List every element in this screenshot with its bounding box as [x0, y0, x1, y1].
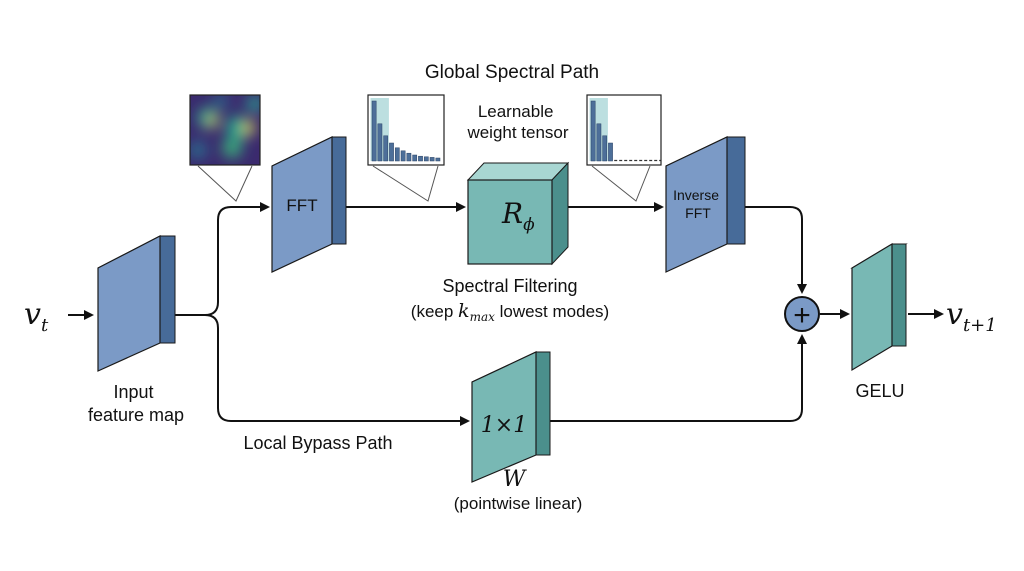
- bypass-to-sum-wire: [550, 334, 807, 422]
- diagram-title: Global Spectral Path: [425, 62, 599, 83]
- gelu-block: [850, 242, 908, 372]
- weight-tensor-block: [466, 161, 570, 266]
- spectrum-bar: [596, 123, 602, 162]
- spectrum-bar: [406, 152, 412, 162]
- input-heatmap-callout: [189, 94, 261, 202]
- input-feature-map-block: [97, 235, 176, 372]
- spectrum-bar: [590, 100, 596, 162]
- spectrum-bar: [418, 155, 423, 162]
- spectrum-bar: [423, 156, 429, 162]
- spectrum-bar: [371, 100, 377, 162]
- connectors: [68, 202, 944, 426]
- input-variable: vt: [24, 297, 49, 336]
- sum-node: +: [784, 296, 820, 332]
- spectrum-bar: [377, 123, 383, 162]
- split-wire: [175, 202, 270, 316]
- bypass-path-label: Local Bypass Path: [243, 433, 392, 453]
- ifft-to-sum-wire: [745, 206, 807, 294]
- spectrum-bar: [435, 157, 441, 162]
- spectrum-bar: [608, 142, 613, 162]
- pointwise-block-label: 1×1: [481, 413, 527, 438]
- gelu-label: GELU: [855, 381, 904, 401]
- spectrum-truncated-callout: [586, 94, 662, 202]
- spectral-filtering-detail: (keep kmax lowest modes): [411, 300, 609, 324]
- output-variable: vt+1: [946, 297, 997, 336]
- fft-label: FFT: [286, 196, 317, 215]
- spectrum-bar: [389, 142, 394, 162]
- fft-block: [271, 136, 347, 273]
- inverse-fft-label: Inverse FFT: [673, 187, 723, 221]
- bypass-wire: [204, 314, 470, 426]
- spectrum-bar: [429, 157, 435, 162]
- spectrum-bar: [394, 147, 400, 162]
- pointwise-block: [471, 351, 551, 483]
- sum-symbol: +: [793, 299, 811, 332]
- weight-tensor-label: Learnable weight tensor: [466, 102, 568, 142]
- weight-symbol: Rϕ: [501, 197, 535, 235]
- pointwise-caption: (pointwise linear): [454, 494, 583, 513]
- input-label: Input feature map: [88, 382, 184, 425]
- spectrum-bar: [602, 135, 608, 162]
- spectrum-bar: [383, 135, 389, 162]
- inverse-fft-block: [665, 136, 746, 273]
- spectral-filtering-title: Spectral Filtering: [442, 276, 577, 296]
- spectrum-full-callout: [367, 94, 445, 202]
- spectrum-bar: [412, 154, 418, 162]
- bypass-weight-symbol: W: [503, 467, 528, 492]
- spectrum-bar: [400, 150, 406, 162]
